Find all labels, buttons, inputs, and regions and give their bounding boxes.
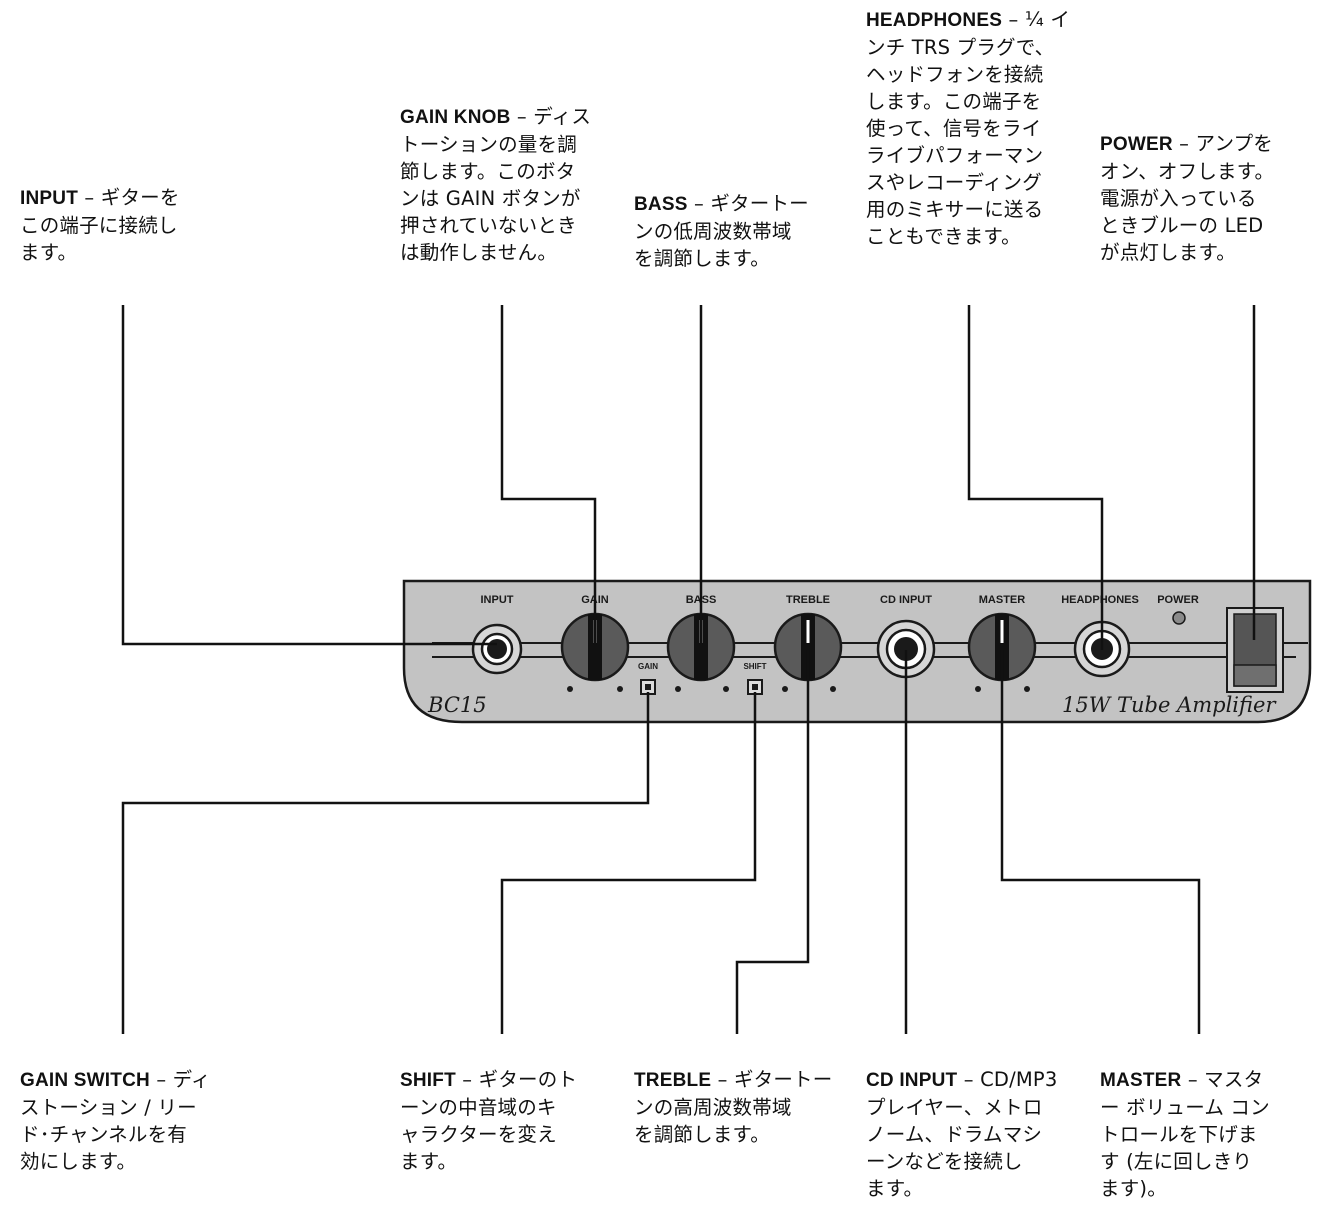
shift-switch[interactable] (747, 679, 763, 695)
amp-panel (402, 579, 1312, 724)
model-logo: BC15 (427, 693, 487, 717)
callout-input-line-1: – ギターを (78, 186, 180, 209)
callout-headphones-line-6: ライブパフォーマン (866, 144, 1044, 167)
callout-bass: BASS – ギタートー ンの低周波数帯域 を調節します。 (634, 190, 844, 272)
cd-input-jack[interactable] (876, 619, 936, 679)
power-led (1172, 611, 1186, 625)
leader-gain-switch (121, 692, 650, 1034)
callout-headphones-line-8: 用のミキサーに送る (866, 198, 1044, 221)
callout-input: INPUT – ギターを この端子に接続し ます。 (20, 184, 220, 266)
callout-treble-line-3: を調節します。 (634, 1123, 770, 1146)
callout-bass-title: BASS (634, 194, 688, 215)
callout-cd-input: CD INPUT – CD/MP3 プレイヤー、メトロ ノーム、ドラムマシ ーン… (866, 1066, 1076, 1202)
callout-master-line-1: – マスタ (1181, 1068, 1264, 1091)
input-jack[interactable] (471, 623, 523, 675)
callout-bass-line-2: ンの低周波数帯域 (634, 220, 792, 243)
callout-power-title: POWER (1100, 134, 1173, 155)
callout-bass-line-1: – ギタートー (687, 192, 809, 215)
callout-gain-knob-title: GAIN KNOB (400, 107, 511, 128)
leader-gain-knob (500, 305, 597, 645)
callout-gain-switch-line-1: – ディ (149, 1068, 211, 1091)
leader-shift (500, 692, 757, 1034)
panel-label-input: INPUT (481, 594, 514, 606)
callout-headphones-line-1: – ¼ イ (1002, 8, 1071, 31)
callout-power-line-2: オン、オフします。 (1100, 160, 1275, 183)
callout-cd-input-line-2: プレイヤー、メトロ (866, 1096, 1043, 1119)
callout-treble-title: TREBLE (634, 1070, 712, 1091)
treble-knob[interactable] (773, 612, 843, 682)
callout-power-line-1: – アンプを (1172, 132, 1273, 155)
callout-master-line-4: す (左に回しきり (1100, 1150, 1253, 1173)
leader-treble (735, 650, 810, 1034)
callout-gain-knob-line-4: ンは GAIN ボタンが (400, 187, 581, 210)
tagline: 15W Tube Amplifier (1062, 693, 1277, 717)
callout-gain-knob-line-3: 節します。このボタ (400, 160, 576, 183)
callout-treble-line-2: ンの高周波数帯域 (634, 1096, 792, 1119)
panel-label-power: POWER (1157, 594, 1199, 606)
callout-cd-input-title: CD INPUT (866, 1070, 958, 1091)
panel-label-treble: TREBLE (786, 594, 830, 606)
callout-treble: TREBLE – ギタートー ンの高周波数帯域 を調節します。 (634, 1066, 849, 1148)
callout-power-line-5: が点灯します。 (1100, 241, 1236, 264)
callout-gain-knob-line-6: は動作しません。 (400, 241, 558, 264)
callout-master-line-3: トロールを下げま (1100, 1123, 1258, 1146)
callout-power-line-4: ときブルーの LED (1100, 214, 1264, 237)
callout-gain-switch: GAIN SWITCH – ディ ストーション / リー ド･チャンネルを有 効… (20, 1066, 230, 1175)
leader-master (1000, 650, 1201, 1034)
callout-master-title: MASTER (1100, 1070, 1182, 1091)
callout-treble-line-1: – ギタートー (711, 1068, 833, 1091)
callout-gain-knob-line-2: トーションの量を調 (400, 133, 577, 156)
gain-switch[interactable] (640, 679, 656, 695)
callout-cd-input-line-5: ます。 (866, 1177, 924, 1200)
knob-range-dots (567, 686, 1030, 692)
callout-headphones-line-3: ヘッドフォンを接続 (866, 63, 1044, 86)
leader-headphones (967, 305, 1104, 650)
callout-input-title: INPUT (20, 188, 78, 209)
master-knob[interactable] (967, 612, 1037, 682)
callout-cd-input-line-4: ーンなどを接続し (866, 1150, 1023, 1173)
callout-gain-knob-line-1: – ディス (510, 105, 592, 128)
callout-cd-input-line-1: – CD/MP3 (957, 1068, 1058, 1091)
panel-label-gain-switch: GAIN (638, 662, 658, 671)
callout-power-line-3: 電源が入っている (1100, 187, 1257, 210)
leader-lines (121, 305, 1256, 1034)
callout-headphones-title: HEADPHONES (866, 10, 1003, 31)
callout-power: POWER – アンプを オン、オフします。 電源が入っている ときブルーの L… (1100, 130, 1310, 266)
leader-input (121, 305, 497, 646)
callout-shift-line-2: ーンの中音域のキ (400, 1096, 557, 1119)
callout-headphones-line-7: スやレコーディング (866, 171, 1042, 194)
callout-headphones: HEADPHONES – ¼ イ ンチ TRS プラグで、 ヘッドフォンを接続 … (866, 6, 1076, 250)
callout-gain-knob-line-5: 押されていないとき (400, 214, 577, 237)
callout-gain-knob: GAIN KNOB – ディス トーションの量を調 節します。このボタ ンは G… (400, 103, 615, 266)
panel-label-shift-switch: SHIFT (743, 662, 766, 671)
panel-label-cd-input: CD INPUT (880, 594, 932, 606)
callout-headphones-line-2: ンチ TRS プラグで、 (866, 36, 1055, 59)
callout-gain-switch-line-4: 効にします。 (20, 1150, 137, 1173)
panel-label-headphones: HEADPHONES (1061, 594, 1139, 606)
callout-bass-line-3: を調節します。 (634, 247, 770, 270)
power-switch[interactable] (1226, 607, 1284, 693)
callout-shift-line-4: ます。 (400, 1150, 458, 1173)
callout-gain-switch-line-2: ストーション / リー (20, 1096, 197, 1119)
callout-master: MASTER – マスタ ー ボリューム コン トロールを下げま す (左に回し… (1100, 1066, 1310, 1202)
callout-input-line-3: ます。 (20, 241, 78, 264)
callout-shift-line-1: – ギターのト (455, 1068, 578, 1091)
callout-headphones-line-4: します。この端子を (866, 90, 1042, 113)
callout-cd-input-line-3: ノーム、ドラムマシ (866, 1123, 1043, 1146)
callout-headphones-line-5: 使って、信号をライ (866, 117, 1042, 140)
callout-shift-title: SHIFT (400, 1070, 456, 1091)
panel-label-master: MASTER (979, 594, 1026, 606)
callout-gain-switch-title: GAIN SWITCH (20, 1070, 150, 1091)
callout-shift: SHIFT – ギターのト ーンの中音域のキ ャラクターを変え ます。 (400, 1066, 610, 1175)
callout-master-line-5: ます)。 (1100, 1177, 1167, 1200)
callout-shift-line-3: ャラクターを変え (400, 1123, 557, 1146)
callout-gain-switch-line-3: ド･チャンネルを有 (20, 1123, 187, 1146)
callout-headphones-line-9: こともできます。 (866, 225, 1021, 248)
callout-master-line-2: ー ボリューム コン (1100, 1096, 1270, 1119)
callout-input-line-2: この端子に接続し (20, 214, 178, 237)
